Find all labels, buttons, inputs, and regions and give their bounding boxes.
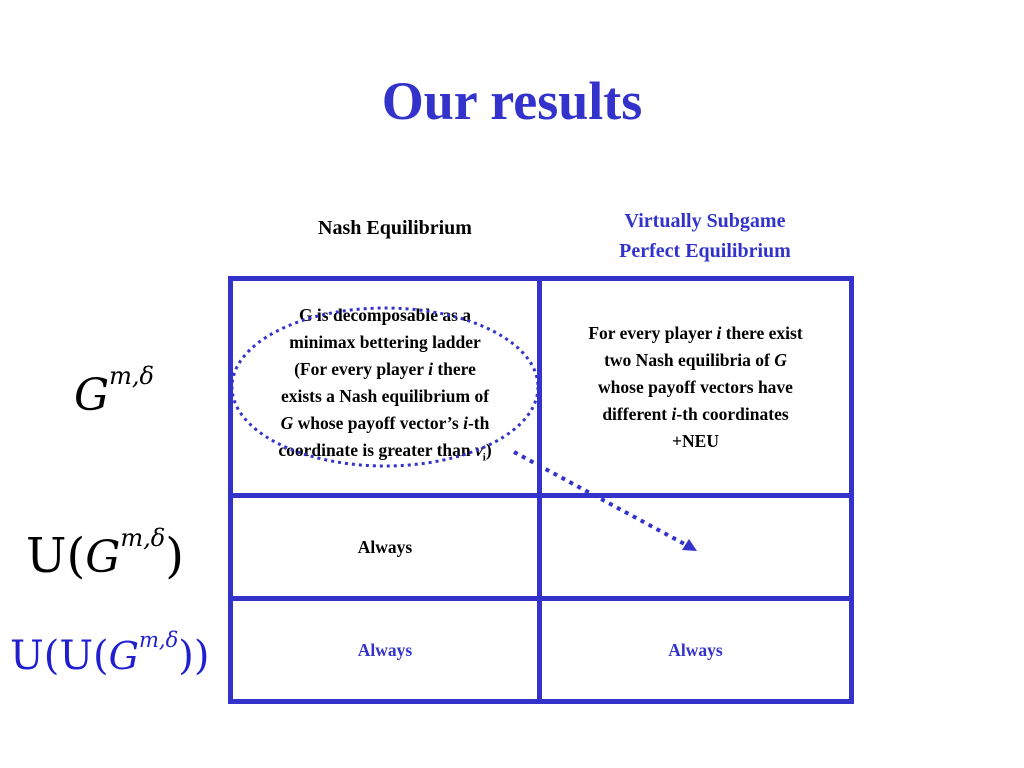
row-label-g-m-delta: Gm,δ — [74, 362, 154, 421]
cell-line: two Nash equilibria of G — [604, 349, 787, 370]
row-label-close: )) — [178, 633, 210, 679]
cell-line: exists a Nash equilibrium of — [280, 386, 490, 407]
cell-line: coordinate is greater than vi) — [278, 440, 492, 464]
column-header-virtually-subgame-perfect-equilibrium: Virtually Subgame Perfect Equilibrium — [560, 206, 850, 266]
cell-line: whose payoff vectors have — [598, 376, 793, 397]
row-label-superscript: m,δ — [109, 362, 154, 390]
column-header-line: Virtually Subgame — [624, 210, 786, 232]
cell-line: (For every player i there — [294, 359, 476, 380]
table-border-right — [849, 276, 854, 704]
row-label-u-of-g: U(Gm,δ) — [26, 524, 184, 584]
cell-line: For every player i there exist — [588, 322, 803, 343]
row-label-base: G — [108, 634, 139, 678]
row-label-close: ) — [165, 528, 184, 584]
row-label-u-of-u-of-g: U(U(Gm,δ)) — [10, 628, 209, 679]
cell-line: G whose payoff vector’s i-th — [280, 413, 490, 434]
cell-vspe-g: For every player i there exist two Nash … — [542, 281, 849, 493]
row-label-superscript: m,δ — [120, 524, 166, 552]
page-title: Our results — [381, 71, 643, 131]
cell-nash-u-u-g: Always — [357, 639, 413, 660]
column-header-nash-equilibrium: Nash Equilibrium — [318, 217, 472, 239]
row-label-open: U( — [26, 528, 86, 584]
table-border-left — [228, 276, 233, 704]
cell-nash-g: G is decomposable as a minimax bettering… — [233, 281, 537, 493]
row-label-superscript: m,δ — [139, 628, 179, 652]
cell-line: G is decomposable as a — [298, 305, 472, 326]
results-table: G is decomposable as a minimax bettering… — [228, 276, 854, 704]
cell-nash-u-g: Always — [357, 536, 413, 557]
column-header-line: Perfect Equilibrium — [619, 240, 791, 262]
cell-vspe-u-u-g: Always — [668, 639, 723, 660]
cell-vspe-u-g — [542, 498, 849, 596]
row-label-base: G — [85, 532, 121, 583]
cell-line: minimax bettering ladder — [289, 332, 481, 353]
row-label-base: G — [74, 370, 110, 421]
row-label-open: U(U( — [10, 633, 109, 679]
cell-line: different i-th coordinates — [602, 403, 789, 424]
cell-line: +NEU — [672, 430, 719, 451]
